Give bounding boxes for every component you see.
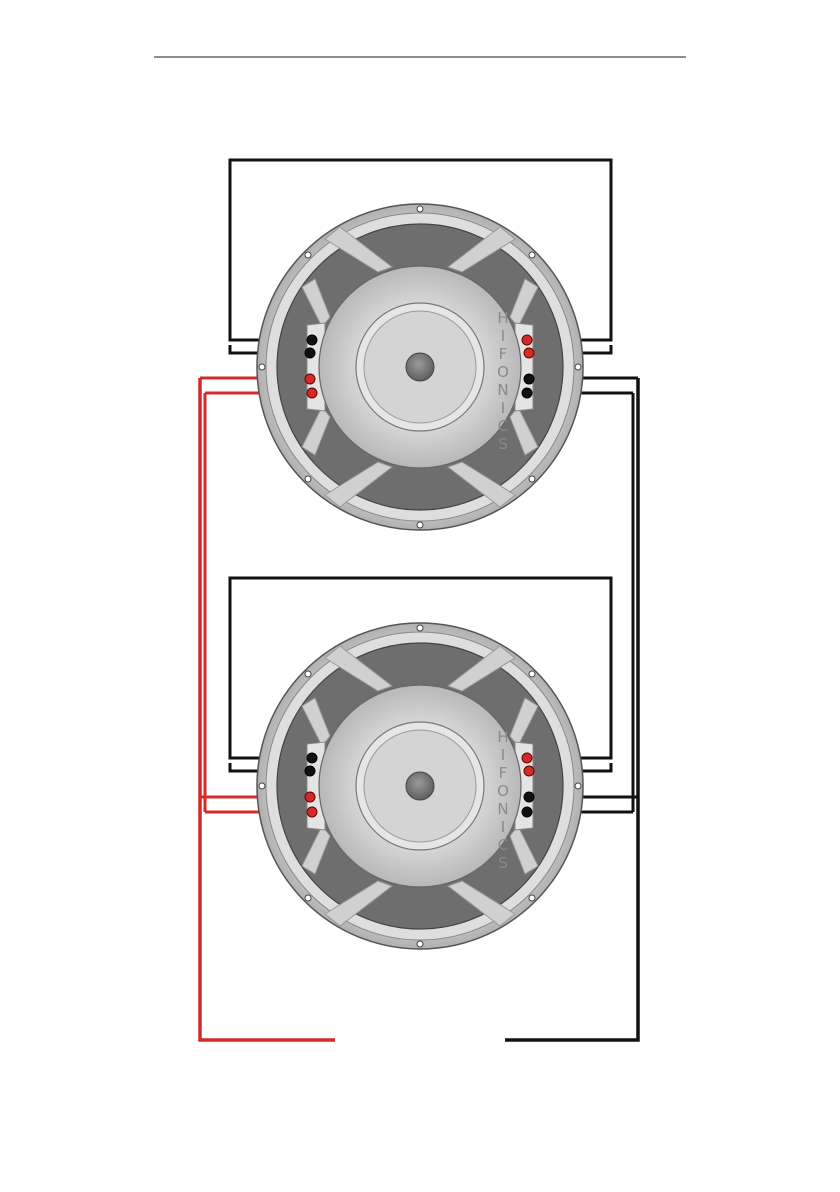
terminal-negative xyxy=(305,766,315,776)
svg-text:O: O xyxy=(497,782,509,800)
svg-text:N: N xyxy=(497,381,508,399)
speaker-dustcap xyxy=(406,353,434,381)
terminal-positive xyxy=(305,792,315,802)
terminal-negative xyxy=(522,807,532,817)
terminal-positive xyxy=(305,374,315,384)
svg-text:F: F xyxy=(499,764,508,782)
terminal-negative xyxy=(307,753,317,763)
speaker-upper: H I F O N I C S xyxy=(257,204,583,530)
terminal-positive xyxy=(307,388,317,398)
svg-text:I: I xyxy=(501,818,505,836)
terminal-negative xyxy=(524,374,534,384)
svg-text:I: I xyxy=(501,746,505,764)
speaker-dustcap xyxy=(406,772,434,800)
terminal-negative xyxy=(522,388,532,398)
svg-text:O: O xyxy=(497,363,509,381)
svg-text:H: H xyxy=(497,309,508,327)
svg-text:I: I xyxy=(501,399,505,417)
svg-text:H: H xyxy=(497,728,508,746)
svg-text:C: C xyxy=(498,417,508,435)
terminal-negative xyxy=(305,348,315,358)
svg-text:C: C xyxy=(498,836,508,854)
speaker-lower: H I F O N I C S xyxy=(257,623,583,949)
terminal-positive xyxy=(307,807,317,817)
svg-text:S: S xyxy=(498,854,508,872)
terminal-positive xyxy=(524,766,534,776)
svg-text:N: N xyxy=(497,800,508,818)
terminal-positive xyxy=(524,348,534,358)
terminal-positive xyxy=(522,753,532,763)
svg-text:F: F xyxy=(499,345,508,363)
terminal-positive xyxy=(522,335,532,345)
svg-text:S: S xyxy=(498,435,508,453)
terminal-negative xyxy=(307,335,317,345)
terminal-negative xyxy=(524,792,534,802)
svg-text:I: I xyxy=(501,327,505,345)
